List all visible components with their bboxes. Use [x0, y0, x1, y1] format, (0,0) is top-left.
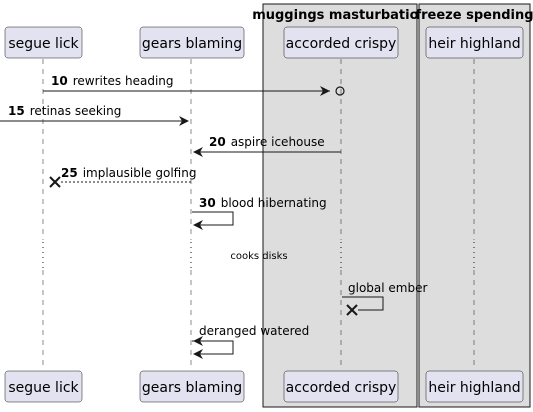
participant-head-segue-lick: segue lick	[4, 26, 83, 59]
participant-foot-accorded-crispy: accorded crispy	[283, 370, 399, 403]
message-global-ember: global ember	[342, 281, 427, 316]
message-label: 15 retinas seeking	[8, 104, 121, 118]
participant-label: gears blaming	[142, 380, 242, 396]
message-30: 30 blood hibernating	[192, 196, 327, 230]
participant-foot-gears-blaming: gears blaming	[139, 370, 245, 403]
message-text: retinas seeking	[30, 104, 122, 118]
message-text: deranged watered	[199, 324, 309, 338]
box-group-1: muggings masturbation	[252, 3, 428, 408]
participant-foot-heir-highland: heir highland	[425, 370, 524, 403]
arrowhead-icon	[179, 116, 189, 126]
message-number: 15	[8, 104, 25, 118]
self-message-line	[342, 296, 384, 311]
message-text: blood hibernating	[221, 196, 327, 210]
participant-label: segue lick	[8, 36, 79, 52]
message-text: implausible golfing	[83, 166, 197, 180]
participant-label: gears blaming	[142, 36, 242, 52]
participant-head-gears-blaming: gears blaming	[139, 26, 245, 59]
box-2-background	[418, 3, 531, 408]
arrowhead-icon	[193, 349, 203, 359]
arrowhead-icon	[193, 147, 203, 157]
message-number: 30	[199, 196, 216, 210]
participant-head-accorded-crispy: accorded crispy	[283, 26, 399, 59]
arrowhead-icon	[320, 86, 330, 96]
message-20: 20 aspire icehouse	[193, 135, 341, 157]
cross-end-icon	[346, 304, 358, 316]
participant-head-heir-highland: heir highland	[425, 26, 524, 59]
participant-label: heir highland	[428, 380, 520, 396]
message-text: rewrites heading	[73, 74, 174, 88]
message-15: 15 retinas seeking	[0, 104, 189, 126]
message-number: 25	[61, 166, 78, 180]
box-1-background	[262, 3, 418, 408]
participant-label: accorded crispy	[286, 380, 397, 396]
participant-label: segue lick	[8, 380, 79, 396]
message-label: 25 implausible golfing	[61, 166, 196, 180]
message-10: 10 rewrites heading	[43, 74, 345, 96]
arrowhead-icon	[193, 220, 203, 230]
participant-label: heir highland	[428, 36, 520, 52]
message-number: 20	[209, 135, 226, 149]
message-text: aspire icehouse	[231, 135, 325, 149]
message-text: global ember	[348, 281, 427, 295]
box-1-title: muggings masturbation	[252, 8, 428, 23]
cross-end-icon	[49, 176, 61, 188]
message-label: 20 aspire icehouse	[209, 135, 325, 149]
message-number: 10	[51, 74, 68, 88]
self-message-line	[192, 340, 234, 355]
divider-label: cooks disks	[230, 251, 287, 262]
message-25: 25 implausible golfing	[49, 166, 196, 188]
box-group-2: freeze spending	[415, 3, 533, 408]
participant-label: accorded crispy	[286, 36, 397, 52]
box-2-title: freeze spending	[415, 8, 533, 23]
circle-end-icon	[335, 86, 345, 96]
arrowhead-icon	[193, 336, 203, 346]
message-label: 30 blood hibernating	[199, 196, 327, 210]
lifelines	[42, 59, 475, 370]
message-deranged-watered: deranged watered	[192, 324, 309, 359]
participant-foot-segue-lick: segue lick	[4, 370, 83, 403]
self-message-line	[192, 211, 234, 226]
message-label: 10 rewrites heading	[51, 74, 174, 88]
